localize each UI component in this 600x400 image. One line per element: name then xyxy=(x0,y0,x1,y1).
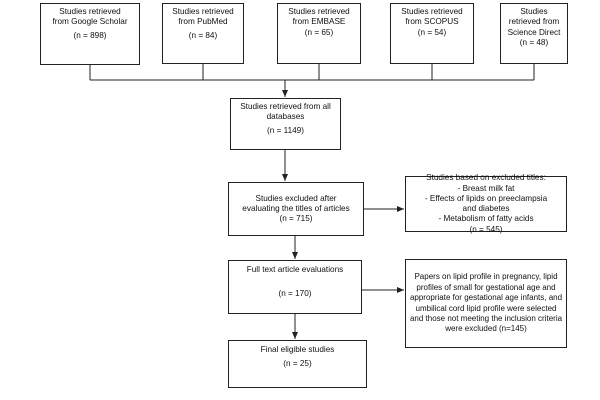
source-count: (n = 54) xyxy=(417,27,447,37)
full-text-box: Full text article evaluations (n = 170) xyxy=(228,260,362,314)
source-count: (n = 65) xyxy=(304,27,334,37)
source-label: Studies retrieved from Science Direct xyxy=(507,7,561,37)
all-databases-label: Studies retrieved from all databases xyxy=(240,102,331,122)
all-databases-box: Studies retrieved from all databases (n … xyxy=(230,98,341,150)
source-label: Studies retrieved from PubMed xyxy=(172,7,234,27)
source-count: (n = 48) xyxy=(519,37,549,47)
final-count: (n = 25) xyxy=(283,359,312,369)
excluded-titles-box: Studies excluded after evaluating the ti… xyxy=(228,182,364,236)
source-science-direct: Studies retrieved from Science Direct (n… xyxy=(500,3,568,64)
excluded-reason-item: - Metabolism of fatty acids xyxy=(438,214,534,224)
excluded-titles-count: (n = 715) xyxy=(279,214,313,224)
source-count: (n = 898) xyxy=(73,30,107,40)
source-label: Studies retrieved from EMBASE xyxy=(288,7,350,27)
final-label: Final eligible studies xyxy=(260,345,335,354)
excluded-reason-item: - Effects of lipids on preeclampsia and … xyxy=(424,193,548,213)
source-google-scholar: Studies retrieved from Google Scholar (n… xyxy=(40,3,140,65)
full-text-label: Full text article evaluations xyxy=(246,265,344,274)
excluded-reason-item: - Breast milk fat xyxy=(457,183,515,193)
all-databases-count: (n = 1149) xyxy=(267,125,304,135)
full-text-count: (n = 170) xyxy=(278,289,312,299)
excluded-reasons-count: (n = 545) xyxy=(469,224,503,234)
excluded-reasons-heading: Studies based on excluded titles: xyxy=(426,173,546,183)
excluded-reasons-box: Studies based on excluded titles: - Brea… xyxy=(405,173,567,234)
source-count: (n = 84) xyxy=(188,30,218,40)
excluded-titles-label: Studies excluded after evaluating the ti… xyxy=(242,193,350,213)
source-embase: Studies retrieved from EMBASE (n = 65) xyxy=(277,3,361,64)
source-label: Studies retrieved from SCOPUS xyxy=(401,7,463,27)
final-eligible-box: Final eligible studies (n = 25) xyxy=(228,340,367,388)
source-scopus: Studies retrieved from SCOPUS (n = 54) xyxy=(390,3,474,64)
selection-note-text: Papers on lipid profile in pregnancy, li… xyxy=(409,272,563,334)
source-pubmed: Studies retrieved from PubMed (n = 84) xyxy=(162,3,244,64)
source-label: Studies retrieved from Google Scholar xyxy=(52,7,128,27)
selection-note-box: Papers on lipid profile in pregnancy, li… xyxy=(405,259,567,348)
